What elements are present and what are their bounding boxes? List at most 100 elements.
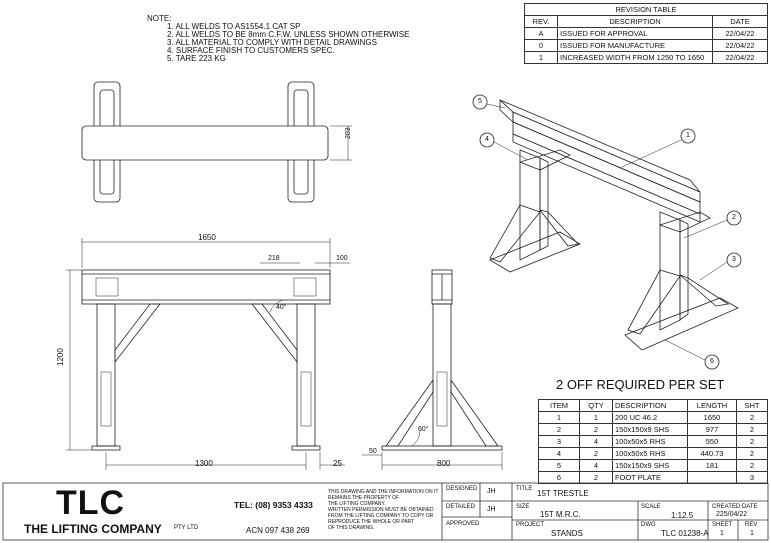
note-item: 4. SURFACE FINISH TO CUSTOMERS SPEC. bbox=[167, 46, 335, 55]
disclaimer-line: WRITTEN PERMISSION MUST BE OBTAINED bbox=[328, 507, 434, 513]
bom-cell: 100x50x5 RHS bbox=[612, 447, 688, 460]
side-leg bbox=[432, 303, 452, 447]
sheet-value: 1 bbox=[720, 530, 724, 537]
note-item: 2. ALL WELDS TO BE 8mm C.F.W. UNLESS SHO… bbox=[167, 30, 410, 39]
note-item: 5. TARE 223 KG bbox=[167, 54, 226, 63]
company-logo: TLC bbox=[56, 484, 126, 522]
designed-value: JH bbox=[487, 488, 496, 495]
bom-cell: 6 bbox=[538, 471, 580, 484]
disclaimer-line: OF THIS DRAWING. bbox=[328, 525, 375, 531]
bom-cell: 440.73 bbox=[687, 447, 737, 460]
bom-header: DESCRIPTION bbox=[612, 399, 688, 412]
dim-side-base-width: 800 bbox=[437, 459, 451, 468]
dim-side-base-end: 50 bbox=[369, 448, 377, 455]
dim-side-angle: 60° bbox=[418, 426, 429, 433]
disclaimer-line: THIS DRAWING AND THE INFORMATION ON IT bbox=[328, 489, 439, 495]
bom-cell: 2 bbox=[736, 435, 768, 448]
bom-cell: 5 bbox=[538, 459, 580, 472]
front-foot-right bbox=[291, 445, 321, 451]
bom-cell: 3 bbox=[736, 471, 768, 484]
balloon-4 bbox=[479, 132, 495, 148]
scale-value: 1:12.5 bbox=[671, 511, 694, 520]
dim-height: 1200 bbox=[56, 348, 65, 366]
iso-brace-3 bbox=[627, 269, 681, 335]
side-brace-left bbox=[385, 378, 434, 447]
balloon-6 bbox=[704, 354, 720, 370]
dim-plan-depth: 203 bbox=[345, 127, 352, 139]
company-pty: PTY LTD bbox=[174, 525, 199, 531]
dim-base-span: 1300 bbox=[195, 459, 213, 468]
bom-cell: FOOT PLATE bbox=[612, 471, 688, 484]
iso-beam-top-flange bbox=[512, 111, 701, 203]
dwg-number: TLC 01238-A bbox=[661, 529, 709, 538]
drawing-title: 15T TRESTLE bbox=[537, 489, 589, 498]
bom-cell: 2 bbox=[579, 471, 613, 484]
disclaimer-line: REMAINS THE PROPERTY OF bbox=[328, 495, 400, 501]
front-brace-right bbox=[251, 303, 298, 364]
bom-header: SHT bbox=[736, 399, 768, 412]
iso-foot-right bbox=[624, 297, 739, 351]
note-item: 1. ALL WELDS TO AS1554.1 CAT SP bbox=[167, 22, 301, 31]
disclaimer-line: THE LIFTING COMPANY. bbox=[328, 501, 386, 507]
iso-brace-2 bbox=[538, 209, 579, 247]
side-foot-plate bbox=[381, 445, 503, 451]
created-label: CREATED DATE bbox=[712, 504, 758, 510]
dim-base-end: 25 bbox=[333, 459, 342, 468]
rev-value: 1 bbox=[750, 530, 754, 537]
company-acn: ACN 097 438 269 bbox=[246, 526, 310, 535]
side-brace-right bbox=[450, 378, 499, 447]
bom-header: LENGTH bbox=[687, 399, 737, 412]
company-name: THE LIFTING COMPANY bbox=[24, 522, 162, 536]
title-block-frame bbox=[2, 482, 769, 541]
plan-view bbox=[81, 81, 352, 203]
balloon-2 bbox=[726, 210, 742, 226]
isometric-view bbox=[472, 94, 742, 370]
bom-cell: 1 bbox=[538, 411, 580, 424]
project-label: PROJECT bbox=[516, 522, 545, 528]
dim-end-offset: 100 bbox=[336, 255, 348, 262]
bom-cell: 2 bbox=[736, 423, 768, 436]
balloon-label: 4 bbox=[485, 136, 489, 143]
revision-cell: 1 bbox=[524, 51, 558, 64]
bom-cell: 181 bbox=[687, 459, 737, 472]
bom-cell: 2 bbox=[579, 423, 613, 436]
size-value: 15T M.R.C. bbox=[540, 510, 581, 519]
bom-header: QTY bbox=[579, 399, 613, 412]
bom-cell: 200 UC 46.2 bbox=[612, 411, 688, 424]
bom-cell: 550 bbox=[687, 435, 737, 448]
balloon-label: 1 bbox=[686, 132, 690, 139]
bom-cell bbox=[687, 471, 737, 484]
front-leg-right bbox=[296, 303, 316, 447]
balloon-label: 2 bbox=[732, 214, 736, 221]
front-beam bbox=[81, 269, 331, 305]
balloon-3 bbox=[726, 252, 742, 268]
bom-cell: 977 bbox=[687, 423, 737, 436]
table-row: 1 INCREASED WIDTH FROM 1250 TO 1650 22/0… bbox=[524, 51, 768, 64]
plan-beam bbox=[81, 125, 329, 161]
revision-table: REVISION TABLE REV. DESCRIPTION DATE A I… bbox=[524, 3, 768, 64]
disclaimer-line: FROM THE LIFTING COMPANY TO COPY OR bbox=[328, 513, 434, 519]
approved-label: APPROVED bbox=[446, 521, 480, 527]
bom-cell: 3 bbox=[538, 435, 580, 448]
front-leg-left bbox=[96, 303, 116, 447]
balloon-label: 6 bbox=[710, 358, 714, 365]
bom-cell: 2 bbox=[538, 423, 580, 436]
dim-overall-width: 1650 bbox=[198, 233, 216, 242]
iso-leg-left bbox=[519, 149, 541, 261]
iso-foot-left bbox=[489, 231, 581, 273]
dim-gusset-offset: 218 bbox=[268, 255, 280, 262]
detailed-value: JH bbox=[487, 506, 496, 513]
front-foot-left bbox=[91, 445, 121, 451]
dim-brace-angle: 40° bbox=[276, 304, 287, 311]
bom-cell: 2 bbox=[736, 459, 768, 472]
iso-beam-web bbox=[512, 121, 701, 215]
scale-label: SCALE bbox=[641, 504, 661, 510]
